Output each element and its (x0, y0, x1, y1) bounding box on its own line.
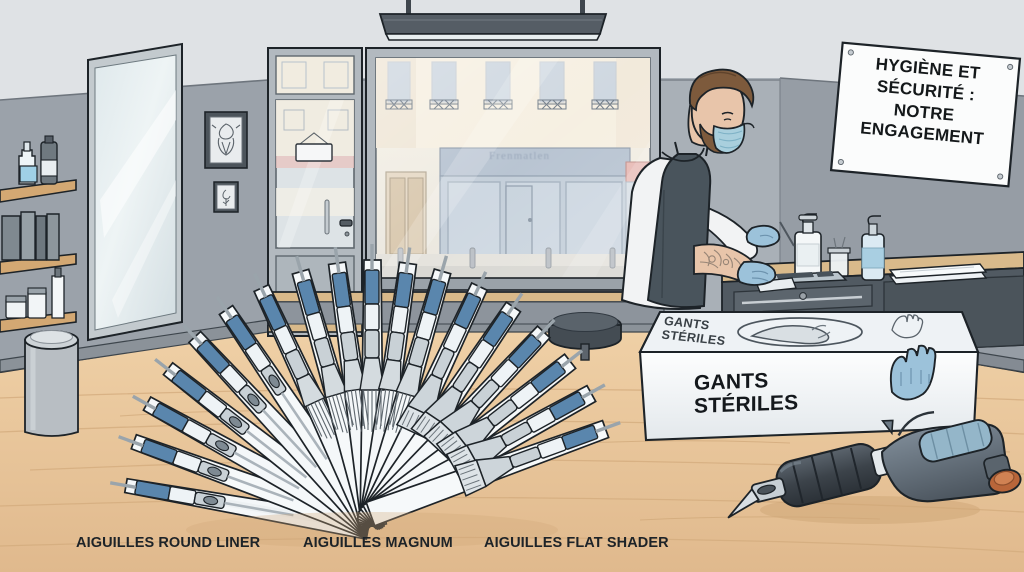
shelf-books (1, 211, 60, 261)
needle-fan-shadow (186, 512, 558, 548)
sanitizer-pump-bottle (794, 213, 822, 279)
spray-bottle-blue (861, 215, 885, 281)
pendant-light (378, 0, 608, 41)
wall-art-large (204, 111, 248, 169)
storefront-sign-text: Frenmatlen (489, 150, 551, 162)
door-handle (339, 219, 353, 227)
label-magnum: AIGUILLES MAGNUM (303, 535, 453, 551)
hygiene-safety-sign (829, 41, 1022, 188)
storefront-window (365, 47, 661, 291)
gloved-hand-left (736, 260, 777, 286)
wall-shelves (0, 135, 77, 333)
needle-cartridges (109, 244, 621, 517)
machine-coil (918, 419, 993, 463)
label-flat-shader: AIGUILLES FLAT SHADER (484, 535, 669, 551)
box-front-glove-graphic (889, 344, 937, 401)
drawer-knob (799, 292, 807, 300)
tattoo-flash-art (211, 123, 241, 156)
wall-art-small (213, 181, 239, 213)
shelf-jars (5, 267, 65, 319)
needle-fan (109, 244, 621, 541)
artist-hair (688, 68, 755, 112)
shelf-bottle-spray (18, 141, 38, 185)
door-hanging-sign (295, 132, 333, 162)
box-top-glove-small (891, 314, 924, 339)
tattoo-artist (620, 68, 795, 310)
mask-ear-loop (743, 122, 755, 129)
shelf-bottle-tall (40, 135, 58, 185)
forearm-tattoo (699, 249, 743, 269)
machine-needle-tip (727, 487, 760, 519)
label-round-liner: AIGUILLES ROUND LINER (76, 535, 261, 551)
gloved-hand-right (745, 221, 795, 248)
held-instrument (779, 221, 795, 247)
glove-box-front-text: GANTS STÉRILES (694, 369, 799, 418)
hygiene-sign-text: HYGIÈNE ET SÉCURITÉ : NOTRE ENGAGEMENT (859, 54, 985, 149)
waste-bin (24, 330, 79, 437)
sterile-glove-box (638, 310, 980, 442)
tattoo-machine (727, 411, 1022, 524)
mirror-panel (87, 42, 183, 342)
box-top-glove-graphic (737, 314, 924, 347)
machine-spring (897, 411, 935, 437)
sterile-packets (888, 263, 988, 285)
